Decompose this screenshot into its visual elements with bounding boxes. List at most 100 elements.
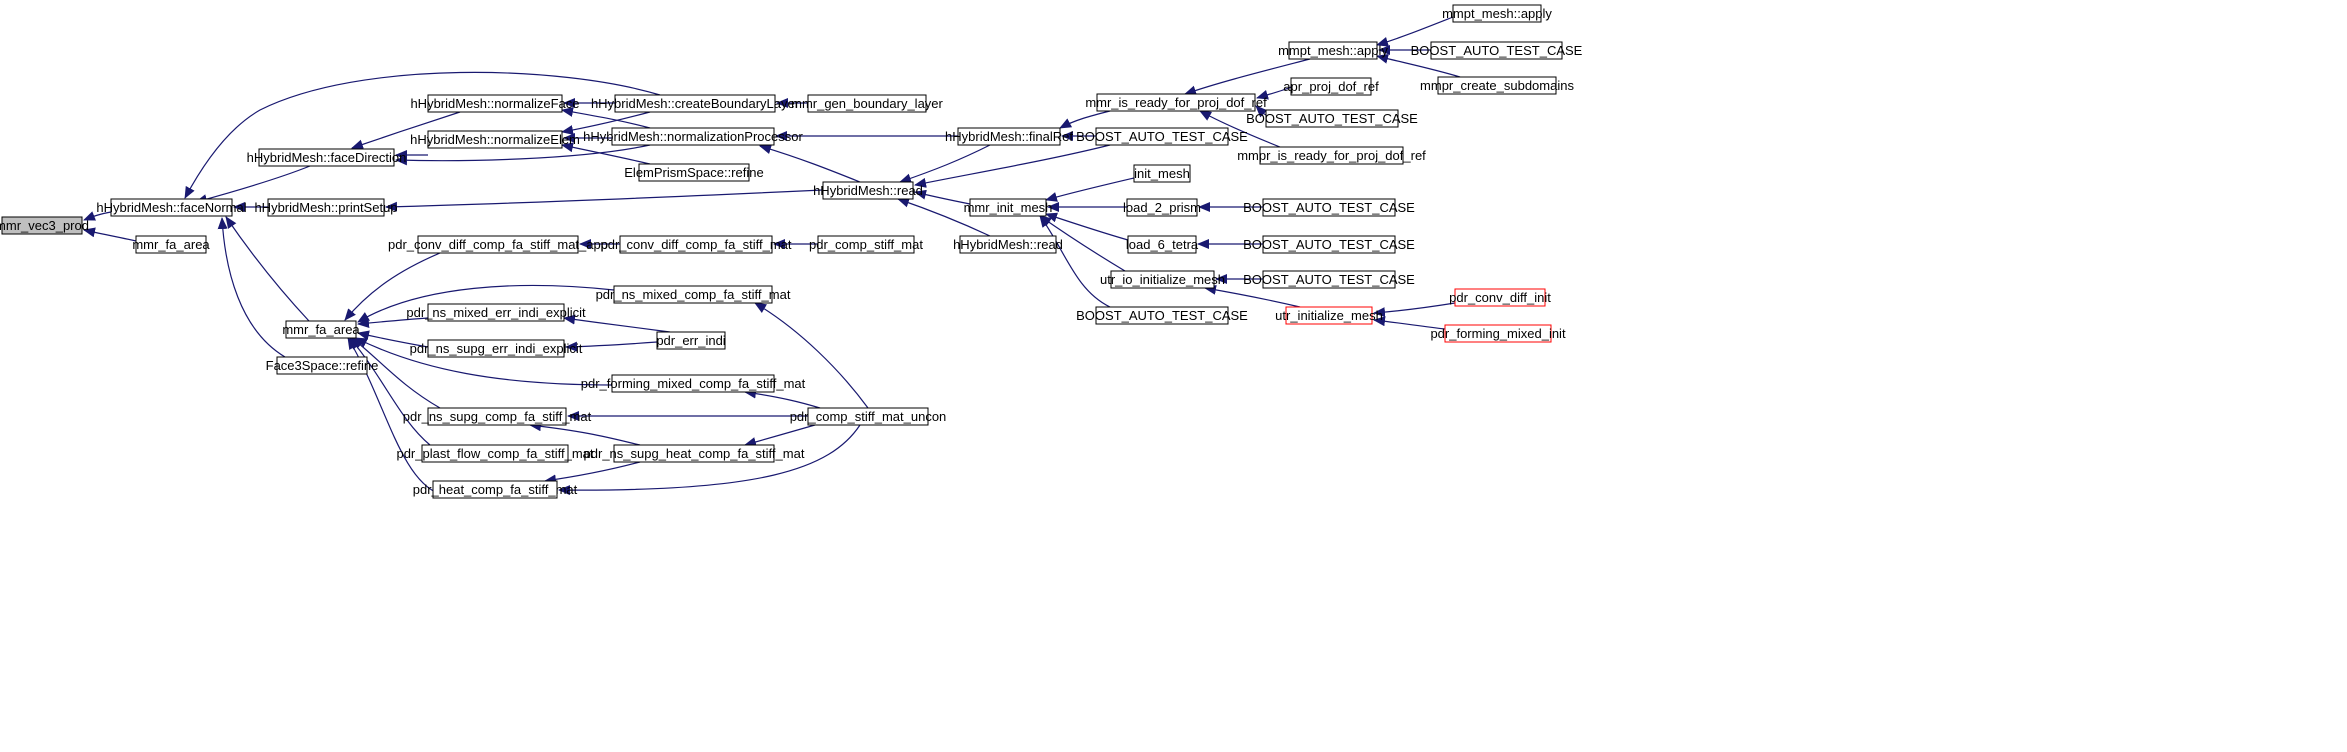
- node-box[interactable]: [1259, 146, 1404, 165]
- node-box[interactable]: [807, 94, 927, 113]
- node-box[interactable]: [1, 216, 83, 235]
- node-pdr-comp-stiff-mat[interactable]: pdr_comp_stiff_mat: [809, 235, 923, 254]
- node-mmr-fa-area-1[interactable]: mmr_fa_area: [132, 235, 210, 254]
- node-hh-faceDirection[interactable]: hHybridMesh::faceDirection: [247, 148, 407, 167]
- node-pdr-conv-diff-mat[interactable]: pdr_conv_diff_comp_fa_stiff_mat: [600, 235, 792, 254]
- node-box[interactable]: [656, 331, 726, 350]
- node-load-2-prism[interactable]: load_2_prism: [1123, 198, 1201, 217]
- node-pdr-forming-mixed-comp[interactable]: pdr_forming_mixed_comp_fa_stiff_mat: [581, 374, 806, 393]
- node-box[interactable]: [1262, 270, 1396, 289]
- node-hh-finalRef[interactable]: hHybridMesh::finalRef: [945, 127, 1073, 146]
- node-pdr-ns-mixed-err[interactable]: pdr_ns_mixed_err_indi_explicit: [406, 303, 586, 322]
- node-pdr-ns-supg-heat[interactable]: pdr_ns_supg_heat_comp_fa_stiff_mat: [584, 444, 805, 463]
- node-hh-read-2[interactable]: hHybridMesh::read: [953, 235, 1063, 254]
- node-box[interactable]: [611, 127, 775, 146]
- node-pdr-plast-flow[interactable]: pdr_plast_flow_comp_fa_stiff_mat: [396, 444, 594, 463]
- node-hh-faceNormal[interactable]: hHybridMesh::faceNormal: [96, 198, 247, 217]
- node-load-6-tetra[interactable]: load_6_tetra: [1126, 235, 1199, 254]
- node-box[interactable]: [1430, 41, 1563, 60]
- node-boost-6[interactable]: BOOST_AUTO_TEST_CASE: [1243, 270, 1415, 289]
- node-box[interactable]: [807, 407, 929, 426]
- node-box[interactable]: [959, 235, 1057, 254]
- node-hh-normalizeElem[interactable]: hHybridMesh::normalizeElem: [410, 130, 580, 149]
- node-box[interactable]: [1133, 164, 1191, 183]
- node-box[interactable]: [638, 163, 750, 182]
- node-box[interactable]: [432, 480, 558, 499]
- node-pdr-heat-comp[interactable]: pdr_heat_comp_fa_stiff_mat: [413, 480, 578, 499]
- node-mmr-is-ready[interactable]: mmr_is_ready_for_proj_dof_ref: [1085, 93, 1267, 112]
- node-pdr-err-indi[interactable]: pdr_err_indi: [656, 331, 726, 350]
- node-mmr-init-mesh[interactable]: mmr_init_mesh: [964, 198, 1053, 217]
- node-boost-3[interactable]: BOOST_AUTO_TEST_CASE: [1246, 109, 1418, 128]
- node-box[interactable]: [1095, 127, 1229, 146]
- node-box[interactable]: [611, 374, 775, 393]
- node-box[interactable]: [1290, 77, 1372, 96]
- node-box[interactable]: [1126, 198, 1198, 217]
- node-box[interactable]: [614, 94, 776, 113]
- node-hh-read-1[interactable]: hHybridMesh::read: [813, 181, 923, 200]
- node-box[interactable]: [427, 339, 565, 358]
- node-box[interactable]: [1262, 198, 1396, 217]
- node-box[interactable]: [1265, 109, 1399, 128]
- node-mmr-gen-boundary-layer[interactable]: mmr_gen_boundary_layer: [791, 94, 944, 113]
- node-box[interactable]: [276, 356, 368, 375]
- node-box[interactable]: [613, 285, 773, 304]
- node-box[interactable]: [1110, 270, 1215, 289]
- node-hh-normalizationProcessor[interactable]: hHybridMesh::normalizationProcessor: [583, 127, 803, 146]
- node-box[interactable]: [267, 198, 385, 217]
- node-box[interactable]: [1454, 288, 1546, 307]
- node-box[interactable]: [427, 130, 563, 149]
- node-init-mesh[interactable]: init_mesh: [1133, 164, 1191, 183]
- node-box[interactable]: [1452, 4, 1542, 23]
- node-boost-1[interactable]: BOOST_AUTO_TEST_CASE: [1076, 127, 1248, 146]
- node-box[interactable]: [1262, 235, 1396, 254]
- node-box[interactable]: [957, 127, 1061, 146]
- node-apr-proj-dof-ref[interactable]: apr_proj_dof_ref: [1283, 77, 1379, 96]
- node-mmpr-is-ready[interactable]: mmpr_is_ready_for_proj_dof_ref: [1237, 146, 1426, 165]
- node-boost-2[interactable]: BOOST_AUTO_TEST_CASE: [1411, 41, 1583, 60]
- node-box[interactable]: [1437, 76, 1557, 95]
- node-box[interactable]: [135, 235, 207, 254]
- node-box[interactable]: [285, 320, 357, 339]
- node-pdr-forming-mixed-init[interactable]: pdr_forming_mixed_init: [1430, 324, 1566, 343]
- node-boost-4[interactable]: BOOST_AUTO_TEST_CASE: [1243, 198, 1415, 217]
- node-box[interactable]: [258, 148, 395, 167]
- node-utr-initialize-mesh[interactable]: utr_initialize_mesh: [1275, 306, 1383, 325]
- node-mmpt-apply-1[interactable]: mmpt_mesh::apply: [1278, 41, 1388, 60]
- node-mmpr-create-subdomains[interactable]: mmpr_create_subdomains: [1420, 76, 1574, 95]
- node-mmr-fa-area-2[interactable]: mmr_fa_area: [282, 320, 360, 339]
- node-pdr-ns-supg-err[interactable]: pdr_ns_supg_err_indi_explicit: [410, 339, 583, 358]
- node-box[interactable]: [427, 94, 563, 113]
- node-pdr-conv-diff-app[interactable]: pdr_conv_diff_comp_fa_stiff_mat_app: [388, 235, 608, 254]
- node-box[interactable]: [822, 181, 914, 200]
- node-boost-5[interactable]: BOOST_AUTO_TEST_CASE: [1243, 235, 1415, 254]
- node-box[interactable]: [1096, 93, 1256, 112]
- node-hh-normalizeFace[interactable]: hHybridMesh::normalizeFace: [410, 94, 580, 113]
- node-box[interactable]: [1285, 306, 1373, 325]
- node-box[interactable]: [969, 198, 1047, 217]
- node-box[interactable]: [1288, 41, 1378, 60]
- node-face3space-refine[interactable]: Face3Space::refine: [266, 356, 379, 375]
- node-hh-createBoundaryLayer[interactable]: hHybridMesh::createBoundaryLayer: [591, 94, 800, 113]
- node-pdr-ns-mixed-comp[interactable]: pdr_ns_mixed_comp_fa_stiff_mat: [596, 285, 791, 304]
- node-pdr-comp-stiff-mat-uncon[interactable]: pdr_comp_stiff_mat_uncon: [790, 407, 947, 426]
- node-box[interactable]: [110, 198, 233, 217]
- node-pdr-ns-supg-comp[interactable]: pdr_ns_supg_comp_fa_stiff_mat: [403, 407, 592, 426]
- node-box[interactable]: [1095, 306, 1229, 325]
- node-mmr-vec3-prod[interactable]: mmr_vec3_prod: [0, 216, 89, 235]
- node-mmpt-apply-2[interactable]: mmpt_mesh::apply: [1442, 4, 1552, 23]
- node-box[interactable]: [1127, 235, 1197, 254]
- node-box[interactable]: [427, 407, 567, 426]
- node-box[interactable]: [619, 235, 773, 254]
- node-box[interactable]: [817, 235, 915, 254]
- node-pdr-conv-diff-init[interactable]: pdr_conv_diff_init: [1449, 288, 1551, 307]
- node-box[interactable]: [427, 303, 565, 322]
- node-utr-io-initialize-mesh[interactable]: utr_io_initialize_mesh: [1100, 270, 1225, 289]
- node-box[interactable]: [421, 444, 569, 463]
- node-box[interactable]: [1444, 324, 1552, 343]
- node-hh-printSetup[interactable]: hHybridMesh::printSetup: [254, 198, 398, 217]
- node-boost-8[interactable]: BOOST_AUTO_TEST_CASE: [1076, 306, 1248, 325]
- node-box[interactable]: [613, 444, 775, 463]
- node-elemprism-refine[interactable]: ElemPrismSpace::refine: [624, 163, 764, 182]
- node-box[interactable]: [417, 235, 579, 254]
